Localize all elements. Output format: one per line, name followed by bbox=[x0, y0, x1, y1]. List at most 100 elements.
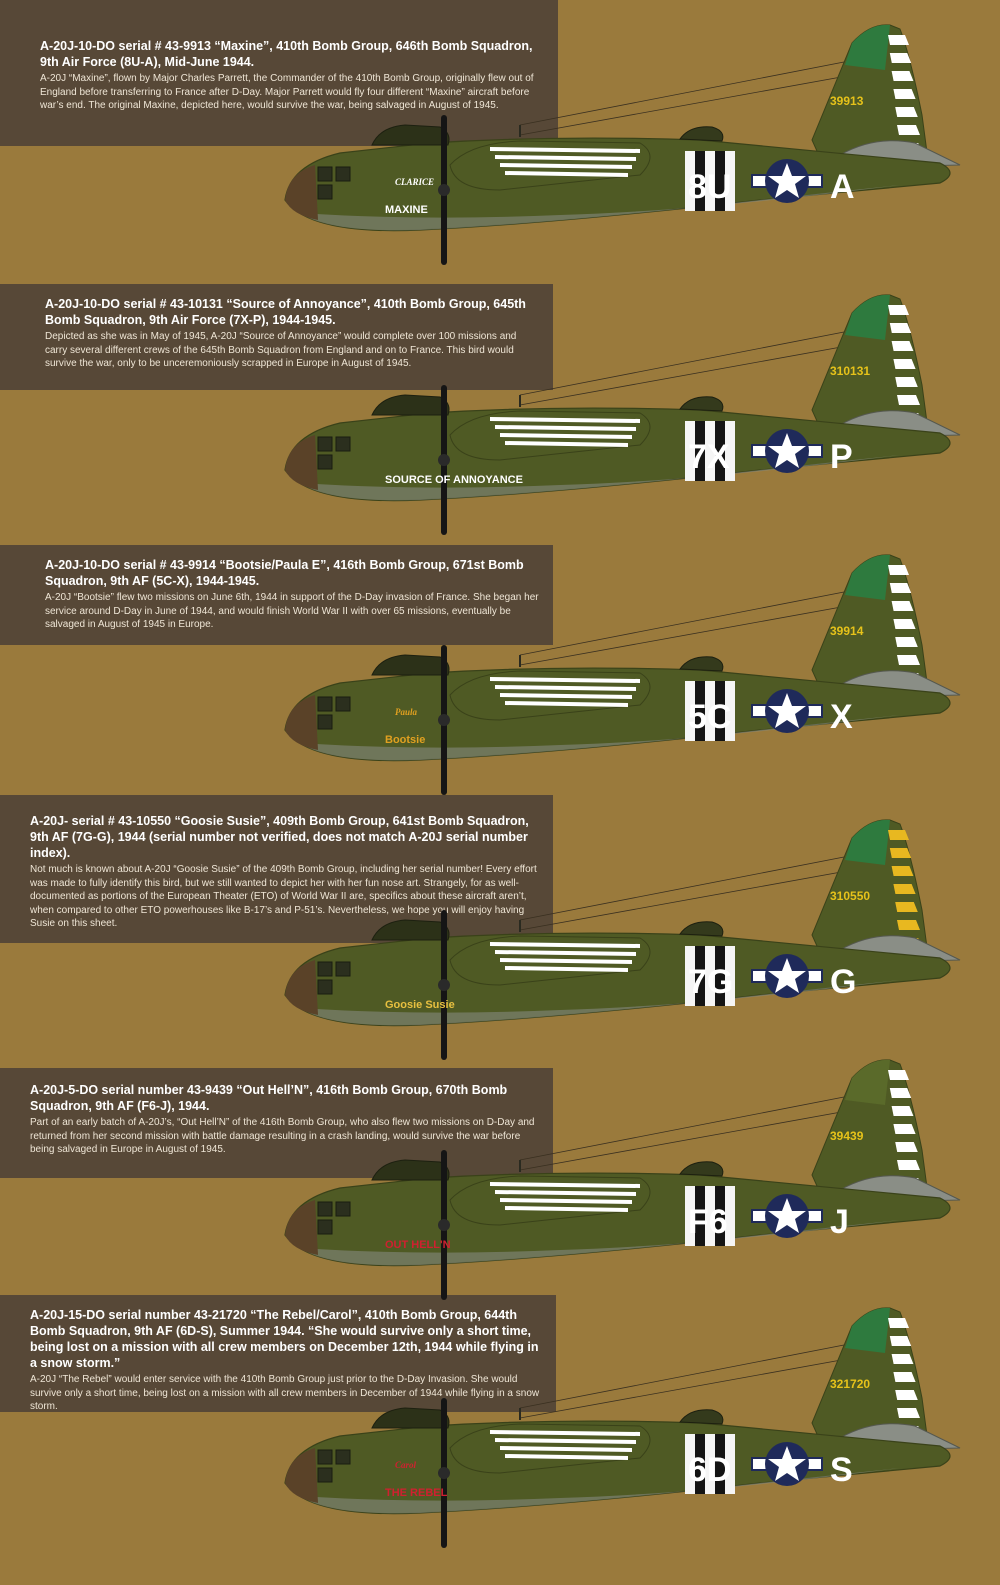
rudder-stripe bbox=[897, 920, 920, 930]
nose-art-text-secondary: Carol bbox=[395, 1460, 417, 1470]
invasion-stripe-wing bbox=[505, 441, 628, 447]
invasion-stripe-wing bbox=[495, 950, 636, 956]
cockpit-canopy bbox=[371, 124, 450, 146]
tail-serial-number: 39439 bbox=[830, 1129, 864, 1143]
rudder-stripe bbox=[891, 71, 914, 81]
rudder-stripe bbox=[888, 830, 909, 840]
nose-cone bbox=[285, 435, 318, 490]
rudder-stripe bbox=[895, 637, 918, 647]
cockpit-canopy bbox=[371, 1159, 450, 1181]
code-letters-left: 8U bbox=[688, 168, 731, 206]
insignia-star bbox=[768, 1198, 806, 1233]
invasion-stripe-wing bbox=[490, 677, 640, 683]
invasion-stripe-fuselage bbox=[685, 1186, 695, 1246]
gun-turret bbox=[679, 1409, 724, 1425]
caption-box-6: A-20J-15-DO serial number 43-21720 “The … bbox=[0, 1295, 556, 1412]
invasion-stripe-wing bbox=[505, 1454, 628, 1460]
tail-serial-number: 310131 bbox=[830, 364, 870, 378]
rudder-stripe bbox=[889, 848, 912, 858]
invasion-stripe-wing bbox=[495, 1190, 636, 1196]
invasion-stripe-fuselage bbox=[705, 1434, 715, 1494]
invasion-stripe-fuselage bbox=[715, 1186, 725, 1246]
rudder-stripe bbox=[897, 655, 920, 665]
nose-cone bbox=[285, 165, 318, 220]
rudder-stripe bbox=[891, 601, 914, 611]
invasion-stripe-wing bbox=[500, 163, 632, 169]
invasion-stripe-wing bbox=[500, 958, 632, 964]
rudder-stripe bbox=[888, 565, 909, 575]
invasion-stripe-fuselage bbox=[705, 151, 715, 211]
nose-cone bbox=[285, 695, 318, 750]
caption-body: A-20J “Maxine”, flown by Major Charles P… bbox=[40, 73, 534, 111]
propeller-hub bbox=[438, 714, 450, 726]
invasion-stripe-fuselage bbox=[695, 1434, 705, 1494]
caption-body: A-20J “Bootsie” flew two missions on Jun… bbox=[45, 592, 539, 630]
cockpit-canopy bbox=[371, 394, 450, 416]
caption-title: A-20J-10-DO serial # 43-10131 “Source of… bbox=[45, 297, 526, 327]
nose-window bbox=[335, 696, 351, 712]
belly-paint bbox=[300, 455, 900, 501]
gun-turret bbox=[679, 396, 724, 412]
invasion-stripe-fuselage bbox=[685, 151, 695, 211]
antenna-wire bbox=[519, 849, 881, 921]
invasion-stripe-fuselage bbox=[725, 946, 735, 1006]
tail-serial-number: 39914 bbox=[830, 624, 864, 638]
insignia-star bbox=[768, 958, 806, 993]
nose-window bbox=[317, 1467, 333, 1483]
caption-box-4: A-20J- serial # 43-10550 “Goosie Susie”,… bbox=[0, 795, 553, 943]
invasion-stripe-fuselage bbox=[715, 421, 725, 481]
nose-window bbox=[335, 166, 351, 182]
rudder-stripe bbox=[888, 35, 909, 45]
nose-art-text: Goosie Susie bbox=[385, 999, 455, 1011]
nose-art-text: Bootsie bbox=[385, 734, 425, 746]
rudder-stripe bbox=[897, 1160, 920, 1170]
invasion-stripe-fuselage bbox=[715, 151, 725, 211]
nose-cone bbox=[285, 1448, 318, 1503]
invasion-stripe-wing bbox=[495, 425, 636, 431]
invasion-stripe-wing bbox=[500, 1446, 632, 1452]
nose-window bbox=[317, 184, 333, 200]
rudder-stripe bbox=[895, 1142, 918, 1152]
invasion-stripe-fuselage bbox=[695, 421, 705, 481]
invasion-stripe-fuselage bbox=[685, 1434, 695, 1494]
code-letters-left: F6 bbox=[688, 1203, 728, 1241]
tail-tip-marking bbox=[845, 819, 890, 865]
invasion-stripe-fuselage bbox=[685, 946, 695, 1006]
nose-window bbox=[317, 1201, 333, 1217]
nose-window bbox=[335, 1449, 351, 1465]
tail-tip-marking bbox=[845, 294, 890, 340]
rudder-stripe bbox=[895, 107, 918, 117]
rudder-stripe bbox=[888, 305, 909, 315]
invasion-stripe-fuselage bbox=[695, 151, 705, 211]
nose-art-text-secondary: Paula bbox=[395, 707, 418, 717]
invasion-stripe-fuselage bbox=[695, 1186, 705, 1246]
invasion-stripe-wing bbox=[495, 685, 636, 691]
rudder-stripe bbox=[895, 377, 918, 387]
caption-body: Not much is known about A-20J “Goosie Su… bbox=[30, 864, 537, 929]
nose-window bbox=[317, 979, 333, 995]
code-letters-left: 6D bbox=[688, 1451, 731, 1489]
invasion-stripe-wing bbox=[490, 1182, 640, 1188]
rudder-stripe bbox=[895, 902, 918, 912]
invasion-stripe-fuselage bbox=[695, 946, 705, 1006]
invasion-stripe-fuselage bbox=[705, 1186, 715, 1246]
invasion-stripe-wing bbox=[500, 693, 632, 699]
insignia-star bbox=[768, 433, 806, 468]
invasion-stripe-fuselage bbox=[725, 1434, 735, 1494]
invasion-stripe-fuselage bbox=[725, 1186, 735, 1246]
antenna-wire bbox=[519, 599, 881, 666]
rudder-stripe bbox=[897, 395, 920, 405]
code-letter-right: J bbox=[830, 1203, 849, 1241]
antenna-wire bbox=[519, 54, 881, 126]
rudder-stripe bbox=[897, 125, 920, 135]
rudder-stripe bbox=[897, 1408, 920, 1418]
rudder-stripe bbox=[893, 359, 916, 369]
caption-title: A-20J-10-DO serial # 43-9914 “Bootsie/Pa… bbox=[45, 558, 524, 588]
code-letter-right: X bbox=[830, 698, 853, 736]
antenna-wire bbox=[519, 69, 881, 136]
tail-serial-number: 321720 bbox=[830, 1377, 870, 1391]
rudder-stripe bbox=[893, 1372, 916, 1382]
